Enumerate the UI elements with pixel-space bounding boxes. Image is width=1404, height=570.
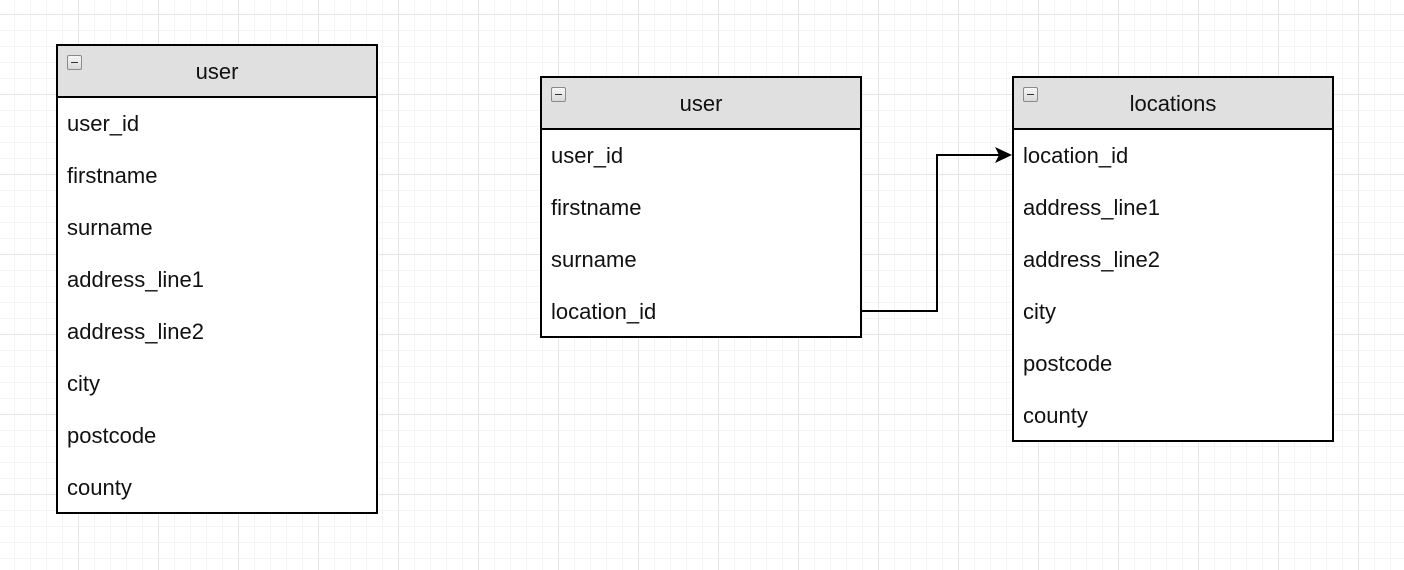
collapse-minus-icon[interactable] <box>67 55 82 70</box>
field-surname[interactable]: surname <box>67 215 153 240</box>
field-county[interactable]: county <box>67 475 132 500</box>
field-city[interactable]: city <box>1023 299 1056 324</box>
connector-line[interactable] <box>862 154 1001 312</box>
arrowhead-icon <box>995 147 1012 163</box>
entity-locations[interactable]: locations location_id address_line1 addr… <box>1012 76 1334 442</box>
field-surname[interactable]: surname <box>551 247 637 272</box>
field-postcode[interactable]: postcode <box>67 423 157 448</box>
entity-title: user <box>679 91 723 116</box>
field-county[interactable]: county <box>1023 403 1088 428</box>
field-address-line2[interactable]: address_line2 <box>67 319 204 344</box>
entity-header[interactable]: user <box>542 78 860 130</box>
entity-title: locations <box>1129 91 1217 116</box>
field-user-id[interactable]: user_id <box>67 111 140 136</box>
field-address-line1[interactable]: address_line1 <box>1023 195 1160 220</box>
collapse-minus-icon[interactable] <box>551 87 566 102</box>
entity-header[interactable]: locations <box>1014 78 1332 130</box>
collapse-minus-icon[interactable] <box>1023 87 1038 102</box>
entity-user-normalized[interactable]: user user_id firstname surname location_… <box>540 76 862 338</box>
entity-header[interactable]: user <box>58 46 376 98</box>
entity-user-denormalized[interactable]: user user_id firstname surname address_l… <box>56 44 378 514</box>
field-location-id[interactable]: location_id <box>1023 143 1129 168</box>
field-address-line2[interactable]: address_line2 <box>1023 247 1160 272</box>
field-city[interactable]: city <box>67 371 100 396</box>
field-user-id[interactable]: user_id <box>551 143 624 168</box>
field-location-id[interactable]: location_id <box>551 299 657 324</box>
field-postcode[interactable]: postcode <box>1023 351 1113 376</box>
field-firstname[interactable]: firstname <box>551 195 642 220</box>
field-firstname[interactable]: firstname <box>67 163 158 188</box>
entity-title: user <box>195 59 239 84</box>
field-address-line1[interactable]: address_line1 <box>67 267 204 292</box>
